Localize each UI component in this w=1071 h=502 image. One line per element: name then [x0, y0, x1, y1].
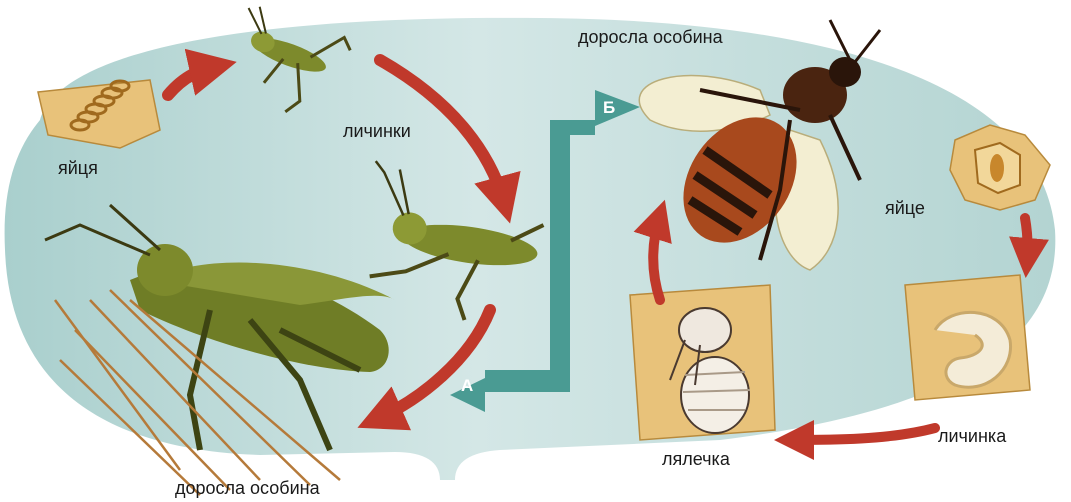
bee-larva-icon: [905, 275, 1030, 400]
marker-a: А: [461, 376, 473, 396]
label-grasshopper-larvae: личинки: [343, 121, 411, 142]
label-grasshopper-eggs: яйця: [58, 158, 98, 179]
arrow-larva-to-pupa: [790, 428, 935, 440]
label-bee-pupa: лялечка: [662, 449, 730, 470]
label-grasshopper-adult: доросла особина: [175, 478, 320, 499]
bee-egg-cell-icon: [950, 125, 1050, 210]
label-bee-egg: яйце: [885, 198, 925, 219]
bee-pupa-icon: [630, 285, 775, 440]
arrow-egg-to-larva-bee: [1025, 218, 1028, 262]
label-bee-adult: доросла особина: [578, 27, 723, 48]
label-bee-larva: личинка: [938, 426, 1006, 447]
marker-b: Б: [603, 98, 615, 118]
